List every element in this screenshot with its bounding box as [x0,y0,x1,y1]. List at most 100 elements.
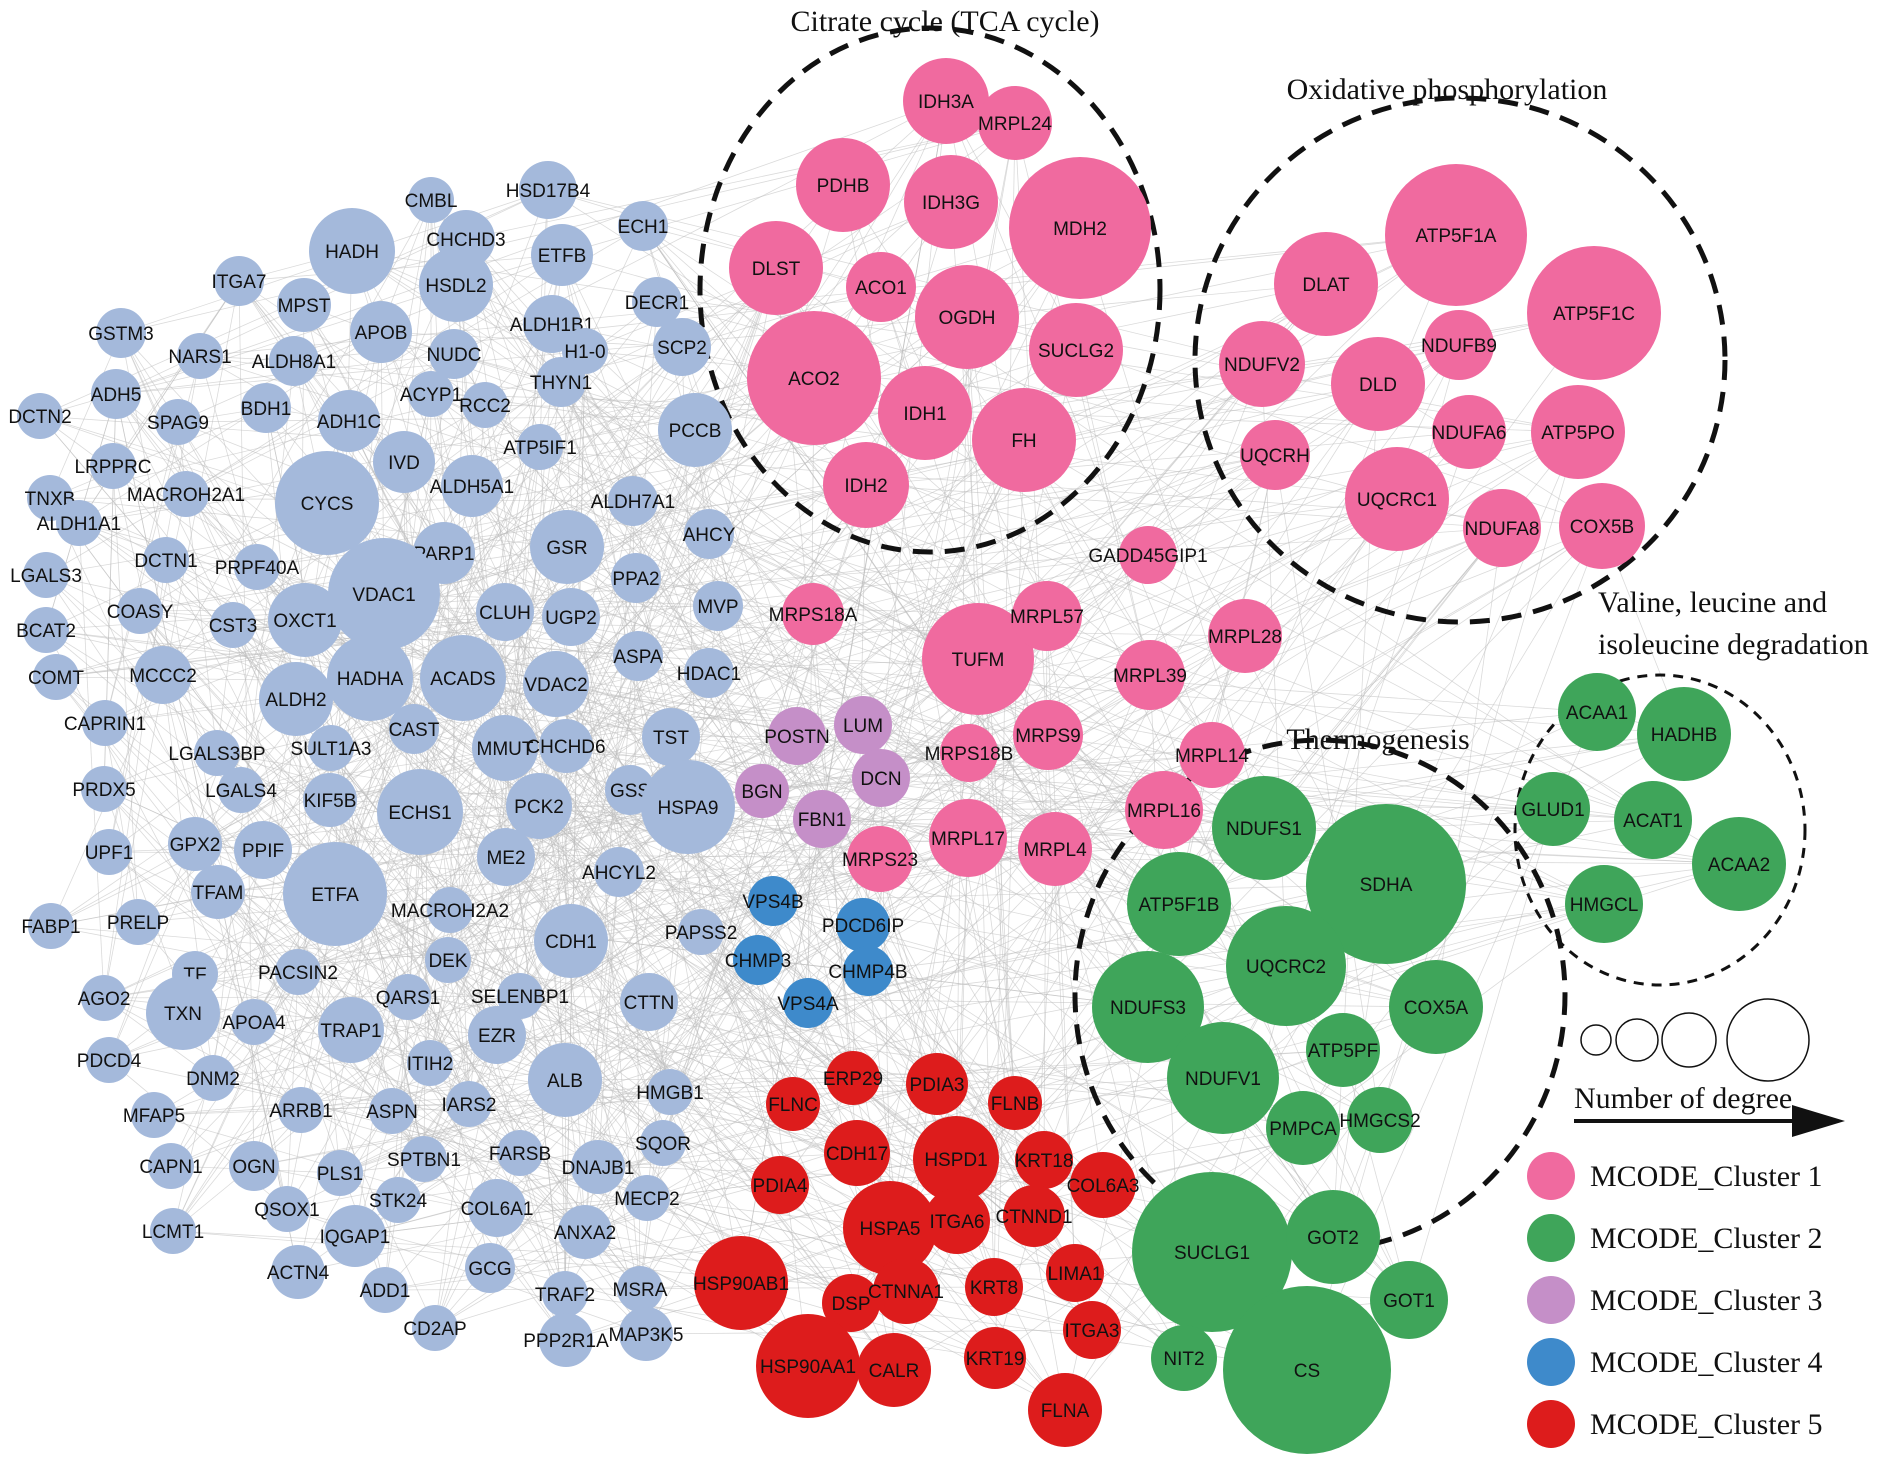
node-gstm3[interactable]: GSTM3 [88,308,154,358]
node-fabp1[interactable]: FABP1 [21,903,81,949]
node-pdia3[interactable]: PDIA3 [906,1053,968,1115]
node-chmp3[interactable]: CHMP3 [725,935,792,985]
node-ctnnd1[interactable]: CTNND1 [995,1185,1073,1247]
node-me2[interactable]: ME2 [477,828,535,886]
node-mrpl4[interactable]: MRPL4 [1018,812,1092,886]
node-hadhb[interactable]: HADHB [1637,687,1731,781]
node-hspd1[interactable]: HSPD1 [913,1116,999,1202]
node-pck2[interactable]: PCK2 [506,773,572,839]
node-erp29[interactable]: ERP29 [823,1051,883,1105]
node-vdac1[interactable]: VDAC1 [328,538,440,650]
node-nars1[interactable]: NARS1 [168,333,232,379]
node-pdhb[interactable]: PDHB [796,138,890,232]
node-hsdl2[interactable]: HSDL2 [419,248,493,322]
node-mccc2[interactable]: MCCC2 [129,646,197,704]
node-ppif[interactable]: PPIF [234,821,292,879]
node-cox5b[interactable]: COX5B [1559,483,1645,569]
node-atp5po[interactable]: ATP5PO [1531,385,1625,479]
node-aco1[interactable]: ACO1 [846,252,916,322]
node-mvp[interactable]: MVP [693,581,743,631]
node-suclg1[interactable]: SUCLG1 [1132,1172,1292,1332]
node-hspa5[interactable]: HSPA5 [843,1181,937,1275]
node-apob[interactable]: APOB [350,301,412,363]
node-lcmt1[interactable]: LCMT1 [142,1208,204,1254]
node-rcc2[interactable]: RCC2 [459,382,511,428]
node-gcg[interactable]: GCG [465,1243,515,1293]
node-cdh17[interactable]: CDH17 [824,1120,890,1186]
node-aldh2[interactable]: ALDH2 [259,662,333,736]
node-qsox1[interactable]: QSOX1 [254,1186,320,1232]
node-gpx2[interactable]: GPX2 [168,817,222,871]
node-echs1[interactable]: ECHS1 [377,769,463,855]
node-postn[interactable]: POSTN [764,707,830,765]
node-cttn[interactable]: CTTN [620,973,678,1031]
node-ech1[interactable]: ECH1 [618,201,669,251]
node-ndufv1[interactable]: NDUFV1 [1167,1022,1279,1134]
node-hmgb1[interactable]: HMGB1 [636,1069,704,1115]
node-dld[interactable]: DLD [1331,337,1425,431]
node-cmbl[interactable]: CMBL [405,177,458,223]
node-ppa2[interactable]: PPA2 [611,553,661,603]
node-atp5pf[interactable]: ATP5PF [1306,1013,1380,1087]
node-itga6[interactable]: ITGA6 [924,1188,990,1254]
node-sdha[interactable]: SDHA [1306,804,1466,964]
node-stk24[interactable]: STK24 [369,1177,428,1223]
node-dctn2[interactable]: DCTN2 [8,393,72,439]
node-adh1c[interactable]: ADH1C [317,390,381,452]
node-mrpl17[interactable]: MRPL17 [929,799,1007,877]
node-flnb[interactable]: FLNB [988,1076,1042,1130]
node-caprin1[interactable]: CAPRIN1 [64,700,146,746]
node-iqgap1[interactable]: IQGAP1 [320,1205,391,1267]
node-uqcrh[interactable]: UQCRH [1240,420,1310,490]
node-hdac1[interactable]: HDAC1 [677,648,741,698]
node-cast[interactable]: CAST [389,704,440,754]
node-pdia4[interactable]: PDIA4 [751,1156,809,1214]
node-got2[interactable]: GOT2 [1286,1190,1380,1284]
node-alb[interactable]: ALB [528,1043,602,1117]
node-mrps18b[interactable]: MRPS18B [925,724,1014,782]
node-mmut[interactable]: MMUT [472,715,538,781]
node-bdh1[interactable]: BDH1 [241,383,292,433]
node-idh1[interactable]: IDH1 [878,366,972,460]
node-uqcrc1[interactable]: UQCRC1 [1345,447,1449,551]
node-aldh1a1[interactable]: ALDH1A1 [37,500,122,546]
node-fbn1[interactable]: FBN1 [793,790,851,848]
node-mrpl28[interactable]: MRPL28 [1208,599,1282,673]
node-mrpl57[interactable]: MRPL57 [1010,581,1084,651]
node-prpf40a[interactable]: PRPF40A [215,544,300,590]
node-lgals3bp[interactable]: LGALS3BP [168,730,266,776]
node-vps4a[interactable]: VPS4A [777,978,839,1028]
node-aldh7a1[interactable]: ALDH7A1 [591,476,676,526]
node-ndufa6[interactable]: NDUFA6 [1432,395,1507,469]
node-mrps18a[interactable]: MRPS18A [769,583,858,645]
node-col6a1[interactable]: COL6A1 [461,1179,534,1237]
node-ndufs1[interactable]: NDUFS1 [1212,776,1316,880]
node-etfb[interactable]: ETFB [531,224,593,286]
node-prdx5[interactable]: PRDX5 [72,766,136,812]
node-tfam[interactable]: TFAM [191,865,245,919]
node-dlst[interactable]: DLST [729,221,823,315]
node-lrpprc[interactable]: LRPPRC [74,443,152,489]
node-hsd17b4[interactable]: HSD17B4 [506,161,591,219]
node-nudc[interactable]: NUDC [427,329,482,379]
node-msra[interactable]: MSRA [613,1266,668,1312]
node-macroh2a2[interactable]: MACROH2A2 [391,887,509,933]
node-hsp90aa1[interactable]: HSP90AA1 [756,1314,860,1418]
node-cdh1[interactable]: CDH1 [534,904,608,978]
node-dek[interactable]: DEK [425,937,471,983]
node-pacsin2[interactable]: PACSIN2 [258,949,338,995]
node-glud1[interactable]: GLUD1 [1516,772,1590,846]
node-hadha[interactable]: HADHA [327,635,413,721]
node-hmgcl[interactable]: HMGCL [1565,865,1643,943]
node-papss2[interactable]: PAPSS2 [665,909,738,955]
node-ago2[interactable]: AGO2 [78,975,131,1021]
node-pls1[interactable]: PLS1 [317,1150,363,1196]
node-itih2[interactable]: ITIH2 [407,1040,453,1086]
node-krt8[interactable]: KRT8 [965,1258,1023,1316]
node-hspa9[interactable]: HSPA9 [641,760,735,854]
node-coasy[interactable]: COASY [107,588,174,634]
node-mrpl24[interactable]: MRPL24 [978,86,1052,160]
node-chchd6[interactable]: CHCHD6 [526,719,606,773]
node-chmp4b[interactable]: CHMP4B [828,946,908,996]
node-mrps9[interactable]: MRPS9 [1013,700,1083,770]
